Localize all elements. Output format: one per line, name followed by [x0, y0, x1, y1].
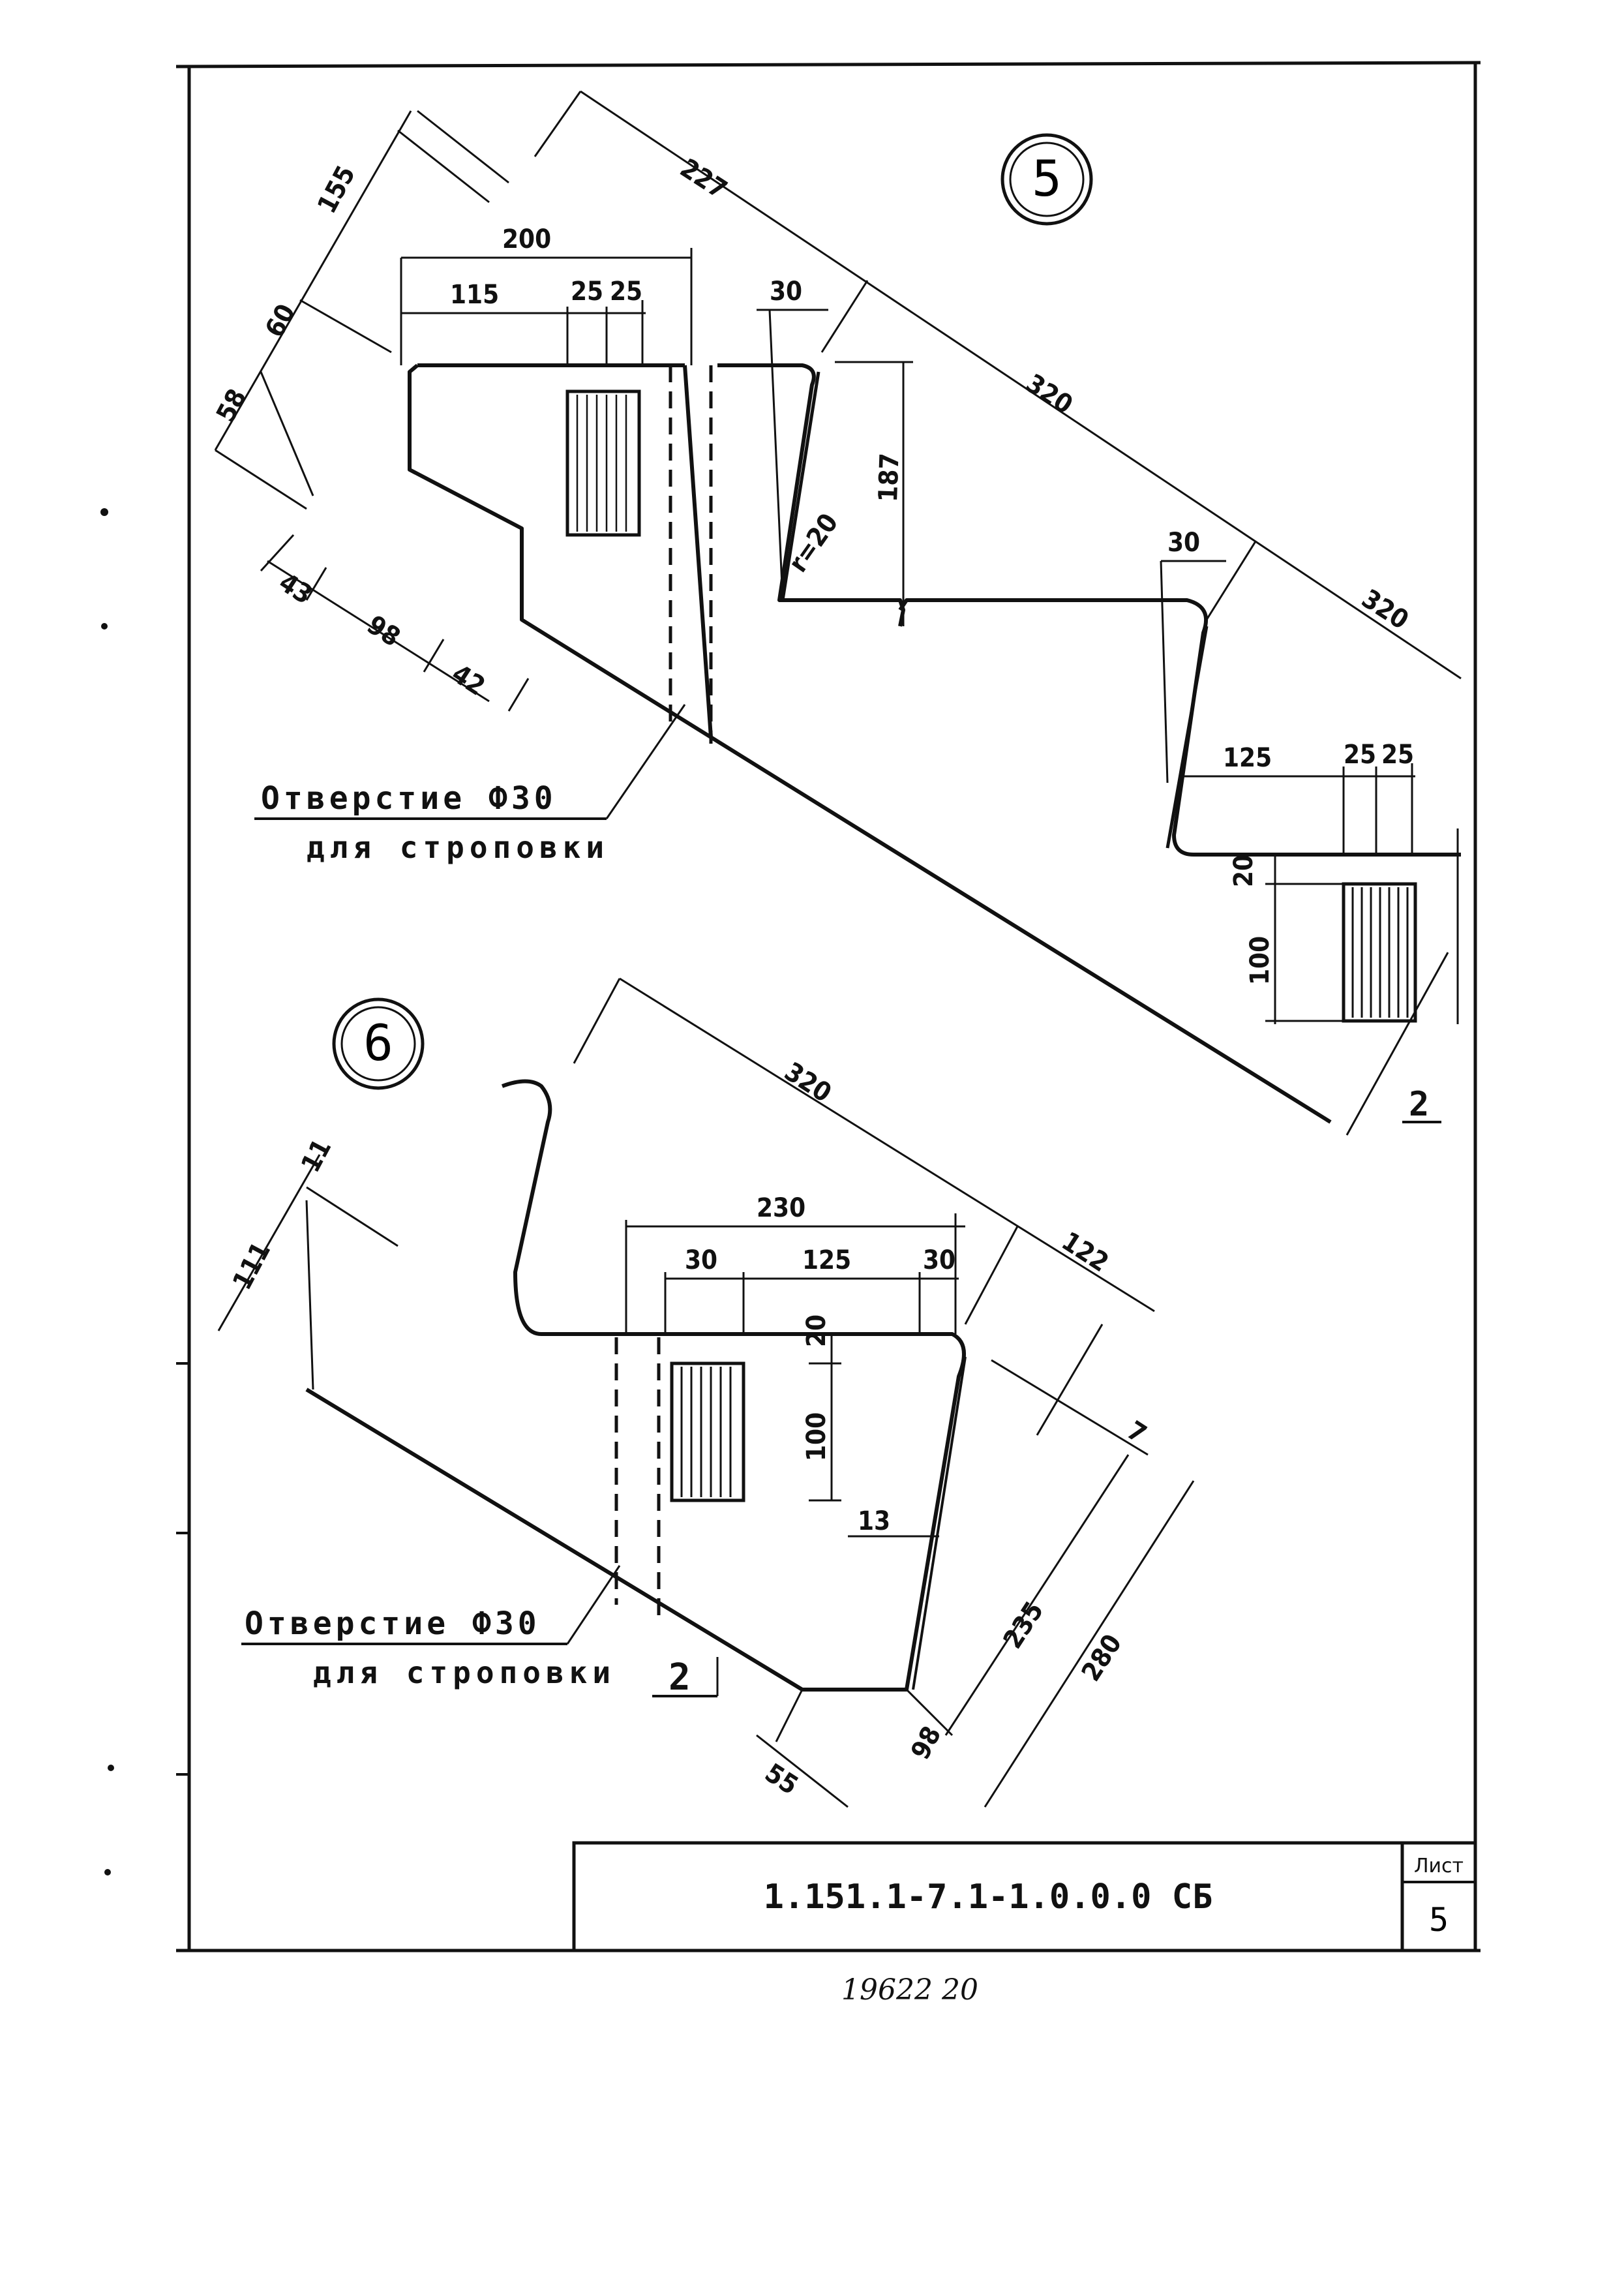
detail-6-callout-label: 2 — [669, 1656, 691, 1699]
detail-6-hole-note-title: Отверстие Ф30 — [245, 1605, 541, 1642]
detail-6-outline — [305, 1079, 966, 1692]
detail-6-dim: 30 — [685, 1245, 717, 1275]
scan-specks — [100, 508, 114, 1875]
detail-5-plate-2 — [1342, 882, 1417, 1023]
detail-6-dim: 235 — [998, 1596, 1049, 1654]
detail-6: 6 — [217, 977, 1195, 1808]
detail-5-dim: 30 — [1167, 528, 1200, 558]
detail-5-hole-note-purpose: для строповки — [307, 830, 609, 865]
detail-6-dim: 7 — [1122, 1416, 1152, 1450]
detail-5-dim: 320 — [1021, 369, 1078, 420]
detail-6-dim: 230 — [757, 1193, 805, 1223]
detail-6-dim: 20 — [802, 1314, 832, 1347]
detail-6-dim: 55 — [760, 1758, 804, 1801]
detail-5-marker-inner — [1009, 142, 1085, 217]
detail-6-hole-note-purpose: для строповки — [313, 1655, 616, 1690]
detail-5-dim: 115 — [450, 280, 499, 310]
detail-5-outline — [408, 363, 1461, 1124]
detail-5-dim: 30 — [770, 277, 802, 307]
detail-6-dim: 122 — [1057, 1226, 1114, 1278]
detail-5-dim: 25 — [1344, 740, 1376, 770]
detail-5-dimension-lines — [214, 90, 1462, 1136]
detail-5-hook — [781, 371, 1209, 849]
detail-5-dim: 125 — [1223, 743, 1272, 773]
detail-5-dim: 25 — [1381, 740, 1414, 770]
detail-6-hole-lines — [614, 1337, 661, 1618]
detail-6-plate — [670, 1361, 745, 1502]
detail-5: 5 — [211, 90, 1462, 1136]
detail-5-dim: 25 — [571, 277, 603, 307]
detail-6-hole-note: Отверстие Ф30 для строповки — [241, 1565, 621, 1690]
detail-5-dim: 42 — [447, 659, 490, 702]
detail-5-hole-note-title: Отверстие Ф30 — [261, 780, 557, 817]
detail-6-dim: 11 — [295, 1134, 337, 1177]
detail-5-dim: 43 — [274, 568, 318, 611]
detail-5-dim: 20 — [1229, 855, 1259, 887]
detail-6-inner-edge — [912, 1356, 967, 1690]
detail-5-number: 5 — [1032, 149, 1062, 207]
sheet-label: Лист — [1414, 1855, 1464, 1877]
detail-6-dim: 98 — [905, 1722, 947, 1765]
document-code: 1.151.1-7.1-1.0.0.0 СБ — [764, 1877, 1213, 1917]
footer-handwritten-note: 19622 20 — [841, 1973, 978, 2007]
detail-6-number: 6 — [363, 1014, 393, 1072]
title-block: 1.151.1-7.1-1.0.0.0 СБ Лист 5 — [572, 1841, 1477, 1952]
detail-6-dim: 100 — [802, 1412, 832, 1461]
detail-6-dim: 280 — [1076, 1629, 1128, 1686]
sheet-number: 5 — [1429, 1901, 1449, 1939]
detail-5-marker-outer — [1000, 133, 1093, 226]
detail-6-dim: 111 — [227, 1238, 277, 1295]
detail-6-dim: 320 — [779, 1057, 837, 1108]
detail-5-dim: 60 — [260, 299, 301, 342]
detail-5-hole-lines — [669, 365, 713, 744]
detail-6-dim: 125 — [802, 1245, 851, 1275]
detail-6-dimension-lines — [217, 977, 1195, 1808]
detail-6-callout: 2 — [652, 1656, 719, 1699]
detail-5-hole-note: Отверстие Ф30 для строповки — [254, 704, 686, 865]
detail-6-marker-inner — [340, 1006, 416, 1082]
detail-5-dim: 100 — [1245, 936, 1275, 985]
margin-ticks — [176, 1362, 189, 1776]
detail-5-plate-1 — [565, 389, 641, 537]
detail-5-dim: 58 — [211, 384, 252, 427]
detail-5-dim: 200 — [502, 224, 551, 254]
detail-6-dim: 13 — [858, 1506, 890, 1536]
detail-6-dim: 30 — [923, 1245, 955, 1275]
detail-5-dim: 187 — [873, 453, 905, 503]
detail-5-dim: 25 — [610, 277, 642, 307]
detail-5-callout-label: 2 — [1409, 1085, 1429, 1124]
detail-5-dim: 98 — [362, 610, 406, 653]
detail-6-marker-outer — [332, 997, 425, 1090]
